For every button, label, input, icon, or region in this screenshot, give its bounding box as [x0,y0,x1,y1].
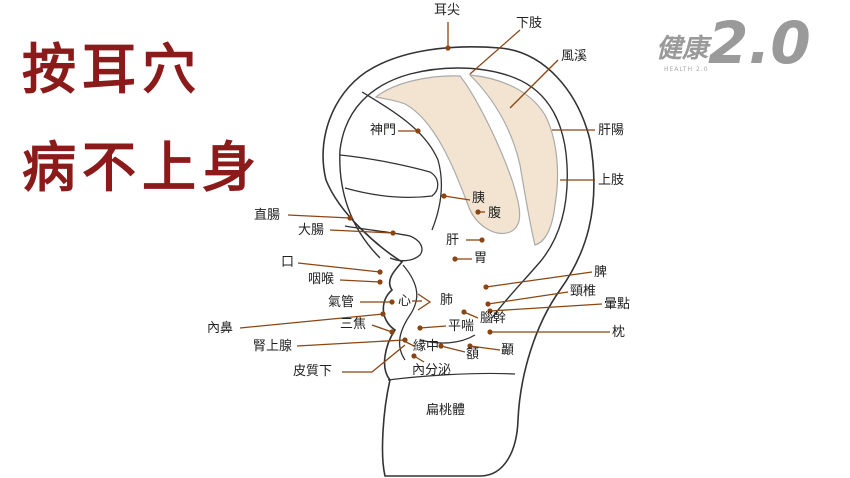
crus-line [344,225,423,262]
label-asthma: 平喘 [448,319,475,334]
label-forehead: 額 [466,347,480,362]
label-upper-limb: 上肢 [598,173,625,188]
acupoint-dots [347,45,493,359]
antitragus-line [419,334,476,344]
helix-inner-rim [339,67,568,319]
label-subcortex: 皮質下 [293,364,333,379]
label-shenmen: 神門 [370,123,397,138]
label-liver: 肝 [446,233,460,248]
logo-subtext: HEALTH 2.0 [664,66,709,73]
label-mouth: 口 [281,255,295,270]
antihelix-line [361,91,442,231]
scapha-shade [468,74,559,246]
label-dizzy-point: 暈點 [604,297,631,312]
label-pancreas: 胰 [472,191,486,206]
logo: 健康2.0 HEALTH 2.0 [656,9,811,77]
label-brainstem: 腦幹 [480,311,507,326]
label-occiput: 枕 [612,325,626,340]
tragus-line [398,264,418,361]
label-stomach: 胃 [474,251,488,266]
label-abdomen: 腹 [488,206,502,221]
label-liver-yang: 肝陽 [598,123,625,138]
label-yuanzhong: 緣中 [413,339,440,354]
label-adrenal: 腎上腺 [253,339,293,354]
fossa-shade [374,75,521,234]
label-lung: 肺 [440,293,454,308]
label-temple: 顳 [501,343,515,358]
label-heart: 心 [398,294,412,309]
label-tonsil: 扁桃體 [426,403,466,418]
label-throat: 咽喉 [308,272,335,287]
label-trachea: 氣管 [328,295,355,310]
cymba-concha [339,154,439,199]
logo-number: 2.0 [708,9,811,77]
label-lower-limb: 下肢 [516,16,543,31]
label-endocrine: 內分泌 [412,363,452,378]
ear-outline [322,46,595,477]
label-wind-stream: 風溪 [561,49,588,64]
label-cervical: 頸椎 [570,284,597,299]
leader-lines [239,22,610,373]
title-line-1: 按耳穴 [22,37,202,101]
label-spleen: 脾 [594,265,608,280]
label-ear-apex: 耳尖 [434,3,461,18]
label-triple-burner: 三焦 [340,317,367,332]
title-line-2: 病不上身 [22,135,262,199]
logo-text: 健康 [656,34,709,64]
label-internal-nose: 內鼻 [207,321,234,336]
label-rectum: 直腸 [254,208,281,223]
lobe-line [387,372,516,381]
label-large-intestine: 大腸 [298,223,325,238]
